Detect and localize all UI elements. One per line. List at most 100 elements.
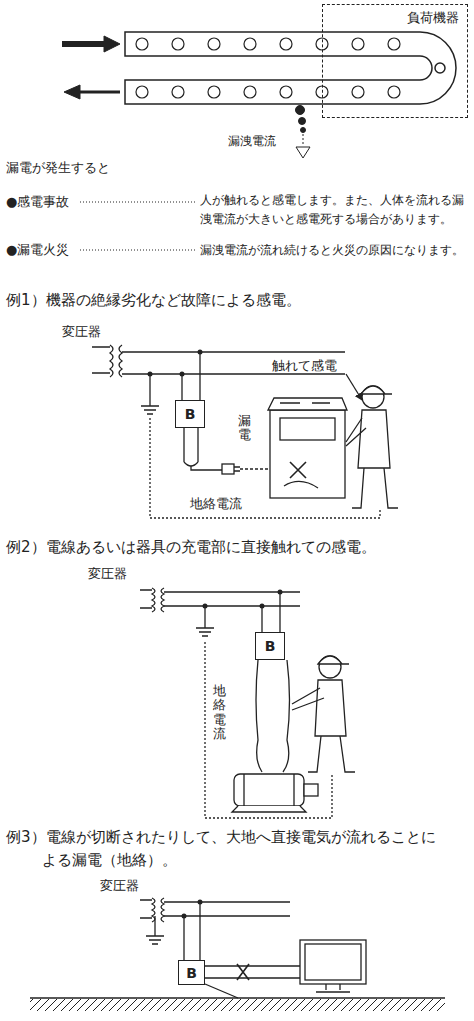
person [346,374,362,400]
washing-machine [290,462,306,478]
flow-arrows [62,41,106,47]
example1-circuit [92,345,380,518]
motor [232,774,318,812]
example1-circuit [184,428,198,466]
example-heading: 例2）電線あるいは器具の充電部に直接触れての感電。 [6,536,376,559]
tube-holes [136,86,148,98]
item-text: 人が触れると感電します。また、人体を流れる漏洩電流が大きいと感電死する場合があり… [200,191,468,228]
tube [435,63,445,73]
example1-circuit [234,467,240,471]
television [300,940,366,992]
item-heading: ●感電事故 [6,192,69,212]
leak-path [301,128,306,133]
junction-dots [182,900,203,919]
television [316,984,350,992]
motor [234,774,304,806]
washing-machine [270,410,345,498]
junction-dots [260,604,265,609]
leak-label: 漏電 [238,414,251,443]
ground-current-label: 地絡電流 [190,494,242,514]
person [292,688,324,710]
leak-path [296,106,305,115]
junction-dots [148,350,203,377]
flow-arrows [62,36,120,99]
leak-path [299,118,306,125]
leak-label: 漏洩電流 [228,132,276,151]
tube-holes [352,86,364,98]
tube-holes [208,38,220,50]
example1-circuit [110,345,113,377]
leak-path [296,147,310,158]
junction-dots [198,900,203,905]
transformer-label: 変圧器 [88,564,127,584]
tube [125,32,456,104]
example3-circuit [184,902,200,960]
junction-dots [203,590,283,609]
leader-dots [80,202,195,250]
device-label: 負荷機器 [331,9,459,27]
example3-circuit [237,964,249,980]
tube-holes [388,86,400,98]
television [305,944,361,980]
leak-path [296,106,311,159]
washing-machine [268,398,347,498]
television [300,940,366,984]
leader-dots [80,202,195,203]
leader-dots [80,250,195,251]
example3-circuit [30,898,445,998]
example-heading: 例1）機器の絶縁劣化など故障による感電。 [6,289,301,312]
example2-circuit [140,588,332,818]
tube-holes [172,38,184,50]
flow-arrows [104,36,120,52]
example2-circuit [152,588,155,612]
flow-arrows [64,85,80,99]
tube-holes [352,38,364,50]
tube-holes [136,38,148,50]
person [358,410,390,468]
breaker-box: B [255,632,285,660]
junction-dots [203,604,208,609]
person [346,374,398,508]
example2-circuit [140,590,152,608]
washing-machine [268,398,347,410]
tube-holes [244,38,256,50]
washing-machine [284,481,318,488]
transformer-label: 変圧器 [62,322,101,342]
example3-circuit [161,898,164,922]
item-text: 漏洩電流が流れ続けると火災の原因になります。 [200,241,464,260]
junction-dots [180,372,185,377]
example2-circuit [256,660,290,772]
example3-circuit [146,916,164,944]
motor [304,784,318,796]
flow-arrows [78,91,120,94]
example1-circuit [222,464,234,474]
breaker-letter: B [185,406,196,422]
person [346,418,366,446]
example1-circuit [240,468,270,469]
tube-holes [280,38,292,50]
person [308,736,355,772]
breaker-box: B [178,960,205,985]
example3-circuit [140,900,152,918]
item-heading: ●漏電火災 [6,240,69,260]
breaker-letter: B [186,965,197,981]
tube [125,32,456,104]
example2-circuit [161,588,164,612]
example-heading: 例3）電線が切断されたりして、大地へ直接電気が流れることによる漏電（地絡）。 [6,826,436,873]
junction-dots [278,590,283,595]
washing-machine [280,402,330,403]
junction-dots [182,914,187,919]
example2-circuit [262,592,280,632]
example1-circuit [119,345,122,377]
tube-holes [388,38,400,50]
callout-label: 触れて感電 [272,356,337,376]
intro-text: 漏電が発生すると [6,158,110,178]
example1-circuit [191,466,222,470]
person [318,656,349,664]
leak-path [303,134,304,146]
load-device-box: 負荷機器 [322,4,468,118]
junction-dots [148,372,153,377]
person [292,656,355,772]
transformer-label: 変圧器 [100,876,139,896]
example3-circuit [30,997,445,998]
